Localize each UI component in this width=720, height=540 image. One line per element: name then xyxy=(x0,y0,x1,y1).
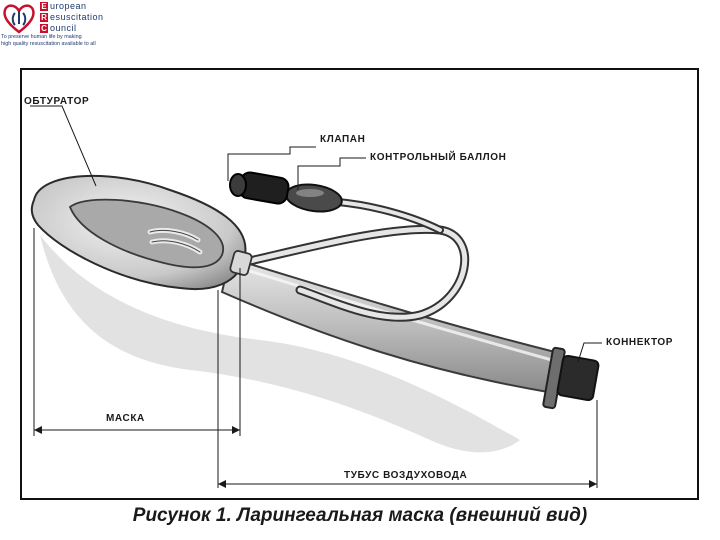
mask-arrow-left xyxy=(34,426,42,434)
valve-cap xyxy=(229,173,247,197)
leader-pilot-balloon xyxy=(297,157,366,190)
logo-tagline-line-1: To preserve human life by making xyxy=(1,34,82,40)
mask-arrow-right xyxy=(232,426,240,434)
figure-caption: Рисунок 1. Ларингеальная маска (внешний … xyxy=(132,505,588,526)
logo-tagline-line-2: high quality resuscitation available to … xyxy=(1,40,96,47)
logo-wordmark: E uropean R esuscitation C ouncil xyxy=(40,1,120,35)
pilot-balloon-highlight xyxy=(296,189,324,197)
leader-obturator xyxy=(30,105,97,187)
label-airway-tube: ТУБУС ВОЗДУХОВОДА xyxy=(344,470,467,481)
leader-lines xyxy=(30,105,602,488)
label-mask: МАСКА xyxy=(106,413,145,424)
logo-row-council: C ouncil xyxy=(40,23,120,34)
logo-letter-e: E xyxy=(40,2,48,11)
tube-arrow-right xyxy=(589,480,597,488)
erc-logo: E uropean R esuscitation C ouncil To pre… xyxy=(0,0,122,50)
label-obturator: ОБТУРАТОР xyxy=(24,96,89,107)
label-connector: КОННЕКТОР xyxy=(606,337,673,348)
inflation-line-to-balloon-inner xyxy=(336,200,442,232)
label-valve: КЛАПАН xyxy=(320,134,365,145)
dimension-arrowheads xyxy=(34,426,597,488)
inflation-line-to-balloon xyxy=(334,198,444,234)
mask-bowl xyxy=(68,198,225,269)
logo-word-resuscitation: esuscitation xyxy=(50,12,104,22)
mask-aperture-outline xyxy=(149,229,201,253)
pilot-balloon xyxy=(285,183,343,213)
logo-letter-c: C xyxy=(40,24,48,33)
tube-collar xyxy=(229,250,253,276)
label-pilot-balloon: КОНТРОЛЬНЫЙ БАЛЛОН xyxy=(370,150,506,163)
logo-letter-r: R xyxy=(40,13,48,22)
heart-lungs-icon xyxy=(3,4,35,34)
connector-body xyxy=(556,354,600,402)
device-shadow xyxy=(40,235,520,453)
leader-valve xyxy=(227,146,316,181)
figure-frame xyxy=(20,68,699,500)
logo-tagline: To preserve human life by making high qu… xyxy=(1,34,123,47)
tube-arrow-left xyxy=(218,480,226,488)
inflation-line-inner xyxy=(242,226,468,320)
logo-word-council: ouncil xyxy=(50,23,77,33)
logo-word-european: uropean xyxy=(50,1,87,11)
logo-row-european: E uropean xyxy=(40,1,120,12)
logo-row-resuscitation: R esuscitation xyxy=(40,12,120,23)
leader-connector xyxy=(577,342,602,363)
